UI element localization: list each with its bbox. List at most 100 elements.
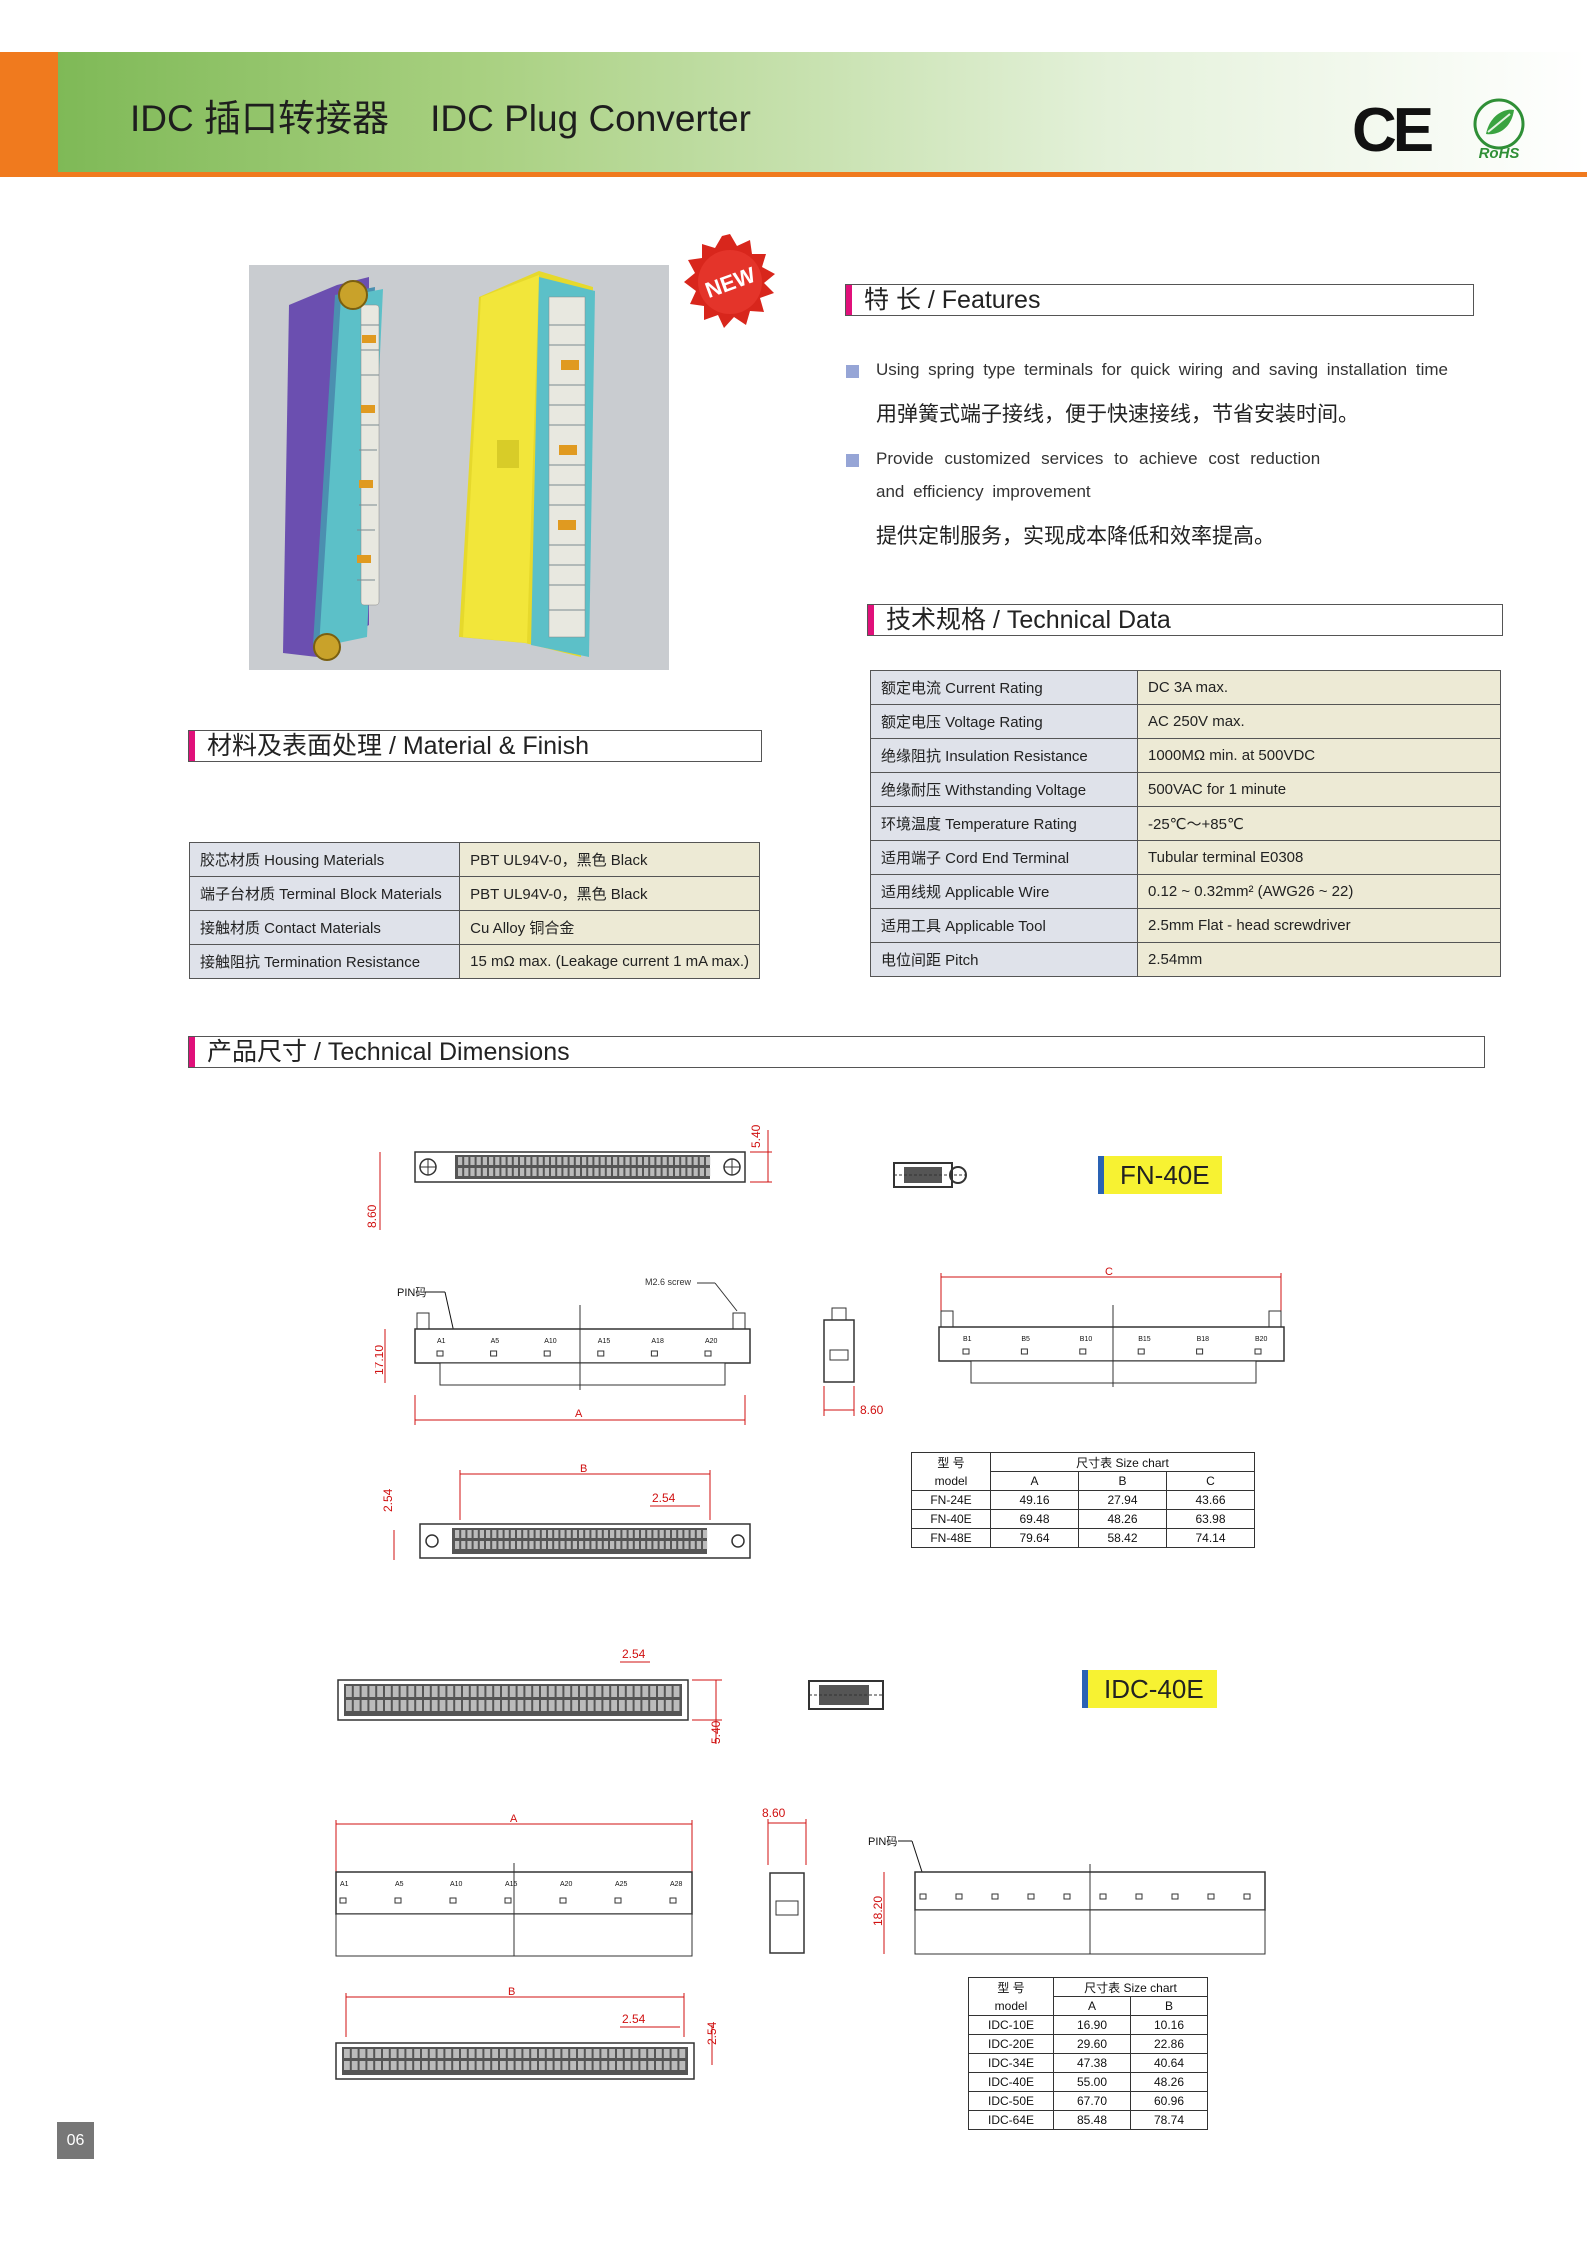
pin-hole [507, 1168, 512, 1176]
size-cell: 40.64 [1129, 2053, 1209, 2073]
tech-value: 500VAC for 1 minute [1137, 772, 1501, 807]
pin-hole [414, 2061, 420, 2070]
pin-hole [470, 1700, 477, 1711]
pin-hole [690, 1530, 695, 1538]
pin-hole [634, 1530, 639, 1538]
pin-hole [641, 1541, 646, 1549]
dim-17-10: 17.10 [375, 1345, 386, 1375]
page-title: IDC 插口转接器 IDC Plug Converter [130, 98, 751, 139]
pin-marker: A18 [651, 1338, 664, 1345]
pin-hole [495, 1168, 500, 1176]
pin-hole [564, 1700, 571, 1711]
pin-hole [390, 2061, 397, 2070]
pin-hole [437, 2061, 444, 2070]
pin-hole [353, 1700, 360, 1711]
pin-hole [617, 2049, 623, 2058]
pin-hole [569, 1157, 574, 1165]
pin-hole [672, 1541, 677, 1549]
pin-hole [656, 2049, 662, 2058]
pin-hole [585, 2049, 592, 2058]
pin-hole [578, 2061, 584, 2070]
dim-b: B [580, 1463, 587, 1475]
terminal-slot [1207, 1893, 1215, 1900]
table-row: 型 号尺寸表 Size chart [968, 1977, 1208, 1997]
size-cell: 63.98 [1166, 1509, 1255, 1529]
terminal-slot [1027, 1893, 1035, 1900]
terminal-slot [919, 1893, 927, 1900]
terminal-slot [614, 1897, 622, 1904]
fn-end-view-drawing: 8.60 [823, 1307, 884, 1417]
screw-label: M2.6 screw [645, 1277, 692, 1287]
header-orange-block [0, 52, 58, 177]
pin-hole [668, 1168, 673, 1176]
pin-hole [473, 1530, 478, 1538]
tech-data-heading-box: 技术规格 / Technical Data [867, 604, 1503, 636]
pin-hole [609, 2049, 615, 2058]
pin-hole [637, 1168, 642, 1176]
tech-value: 1000MΩ min. at 500VDC [1137, 738, 1501, 773]
pin-hole [593, 2049, 600, 2058]
pin-hole [544, 1168, 549, 1176]
size-cell: 16.90 [1053, 2015, 1131, 2035]
size-col: A [1053, 1996, 1131, 2016]
pin-hole [594, 1168, 599, 1176]
size-cell: IDC-64E [968, 2110, 1054, 2130]
pin-hole [502, 1700, 508, 1711]
dim-2-54: 2.54 [652, 1491, 676, 1505]
pin-hole [359, 2049, 366, 2058]
fn-model-tag: FN-40E [1098, 1156, 1222, 1194]
pin-marker: B20 [1255, 1336, 1268, 1343]
pin-hole [554, 1530, 559, 1538]
pin-hole [479, 1541, 484, 1549]
size-col: B [1129, 1996, 1209, 2016]
pin-hole [696, 1541, 701, 1549]
pin-hole [656, 1157, 661, 1165]
pin-hole [445, 2049, 452, 2058]
pin-hole [479, 1530, 484, 1538]
pin-hole [510, 1541, 515, 1549]
pin-hole [439, 1700, 446, 1711]
pin-hole [632, 2049, 639, 2058]
pin-hole [606, 1168, 611, 1176]
pin-hole [478, 1700, 485, 1711]
idc-model-tag: IDC-40E [1082, 1670, 1217, 1708]
tech-key: 适用线规 Applicable Wire [870, 874, 1138, 909]
pin-hole [679, 2061, 686, 2070]
pin-marker: A5 [395, 1881, 404, 1888]
pin-hole [587, 1700, 594, 1711]
pin-hole [520, 1157, 525, 1165]
terminal-slot [1079, 1348, 1087, 1355]
pin-hole [501, 1168, 506, 1176]
pin-hole [507, 1157, 512, 1165]
pin-hole [541, 1686, 547, 1697]
terminal-slot [1196, 1348, 1204, 1355]
pin-hole [431, 1700, 438, 1711]
size-cell: FN-40E [911, 1509, 991, 1529]
pin-marker: A15 [505, 1881, 518, 1888]
terminal-slot [394, 1897, 402, 1904]
pin-hole [609, 2061, 615, 2070]
pin-hole [546, 2049, 553, 2058]
pin-hole [641, 1530, 646, 1538]
pin-hole [400, 1686, 407, 1697]
pin-hole [616, 1530, 621, 1538]
pin-hole [557, 1168, 562, 1176]
terminal-slot [704, 1350, 712, 1357]
pin-hole [696, 1530, 701, 1538]
pin-marker: B18 [1197, 1336, 1210, 1343]
pin-marker: A10 [450, 1881, 463, 1888]
idc-dim-2-54-v: 2.54 [705, 2021, 719, 2045]
pin-hole [588, 1157, 593, 1165]
pin-hole [468, 2049, 475, 2058]
pin-hole [569, 1168, 574, 1176]
pin-hole [663, 2061, 670, 2070]
pin-hole [398, 2049, 405, 2058]
pin-hole [628, 1541, 633, 1549]
feature-2-cn: 提供定制服务，实现成本降低和效率提高。 [876, 525, 1275, 548]
pin-hole [631, 1168, 636, 1176]
